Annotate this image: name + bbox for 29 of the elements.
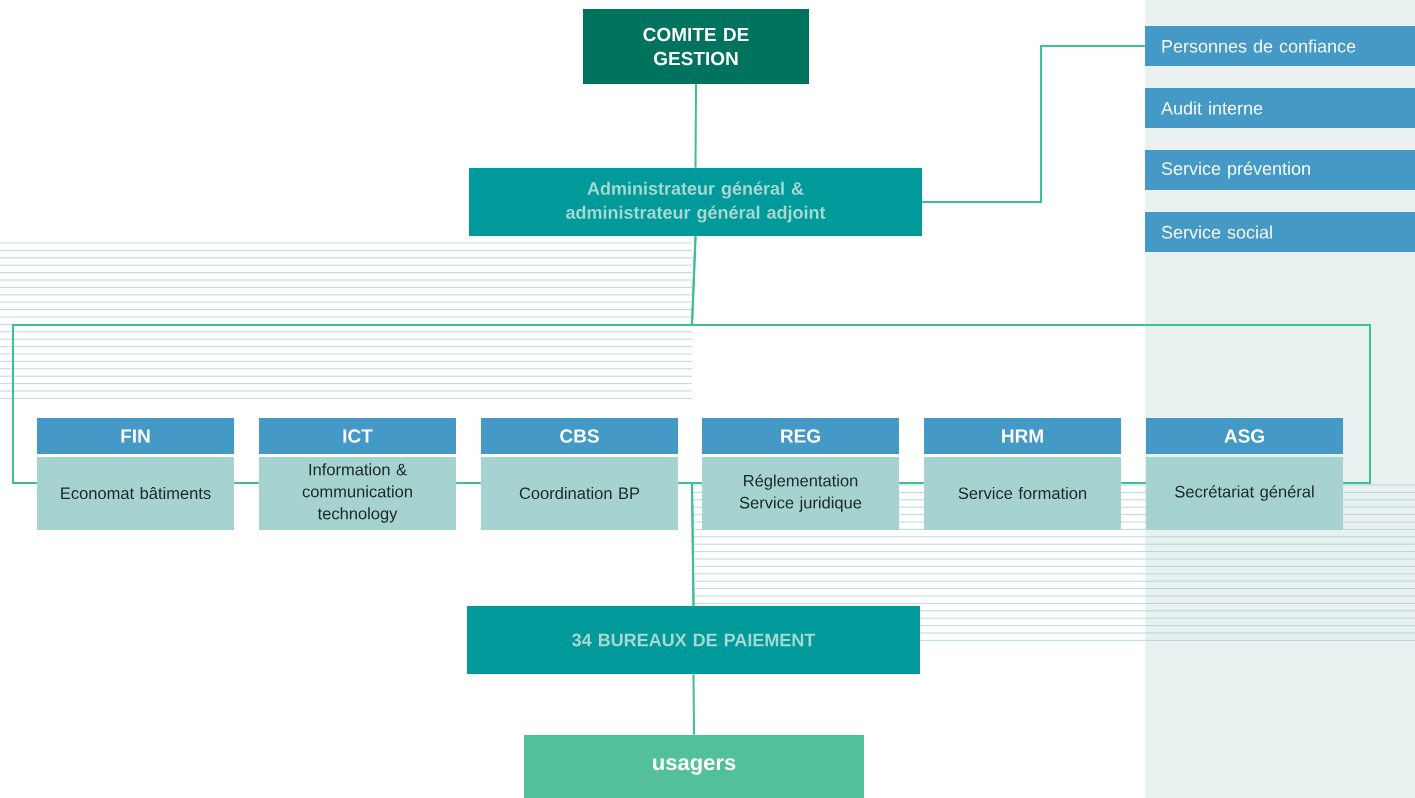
service-box: Audit interne xyxy=(1145,88,1415,128)
node-label: FIN xyxy=(121,429,150,443)
department-card: REG Réglementation Service juridique xyxy=(702,418,899,530)
connector-line xyxy=(233,482,260,484)
connector-line xyxy=(1120,482,1147,484)
process-box: 34 BUREAUX DE PAIEMENT xyxy=(467,606,920,674)
management-box: COMITE DE GESTION xyxy=(583,9,809,84)
service-box: Service social xyxy=(1145,212,1415,252)
process-box: Administrateur général & administrateur général adjoint xyxy=(469,168,922,236)
node-label: HRM xyxy=(1002,429,1043,443)
department-card: CBS Coordination BP xyxy=(481,418,678,530)
department-card: ICT Information & communication technology xyxy=(259,418,456,530)
connector-line xyxy=(455,482,482,484)
users-box: usagers xyxy=(524,735,864,798)
node-label: REG xyxy=(781,429,820,443)
node-label: ASG xyxy=(1224,429,1264,443)
connector-line xyxy=(694,83,697,169)
connector-line xyxy=(692,673,695,736)
connector-line xyxy=(921,45,1146,203)
connector-line xyxy=(690,235,1371,484)
node-label: CBS xyxy=(560,429,599,443)
department-card: HRM Service formation xyxy=(924,418,1121,530)
service-box: Personnes de confiance xyxy=(1145,26,1415,66)
connector-line xyxy=(691,482,703,607)
department-card: ASG Secrétariat général xyxy=(1146,418,1343,530)
service-box: Service prévention xyxy=(1145,150,1415,190)
department-card: FIN Economat bâtiments xyxy=(37,418,234,530)
node-label: ICT xyxy=(343,429,373,443)
connector-line xyxy=(898,482,925,484)
